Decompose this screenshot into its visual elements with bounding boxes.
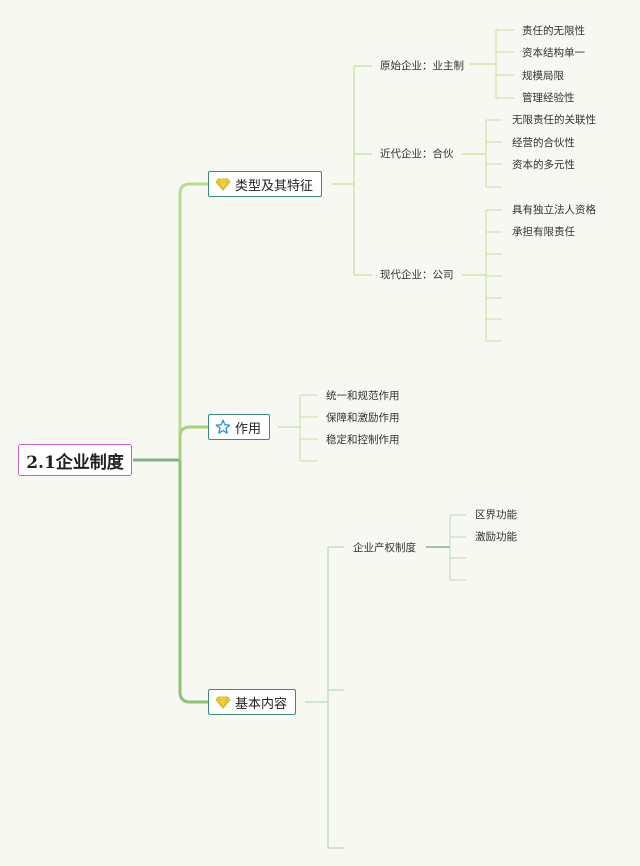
leaf-item[interactable]: 激励功能 bbox=[475, 531, 517, 543]
leaf-item[interactable]: 资本结构单一 bbox=[522, 47, 585, 59]
branch-types-features[interactable]: 类型及其特征 bbox=[208, 171, 323, 197]
leaf-item[interactable]: 保障和激励作用 bbox=[326, 412, 400, 424]
star-icon bbox=[215, 419, 231, 434]
branch-basic-content[interactable]: 基本内容 bbox=[208, 689, 297, 715]
leaf-item[interactable]: 具有独立法人资格 bbox=[512, 204, 596, 216]
sub-node-property-rights[interactable]: 企业产权制度 bbox=[353, 542, 416, 554]
sub-node-corporation[interactable]: 现代企业：公司 bbox=[380, 269, 454, 281]
branch-functions[interactable]: 作用 bbox=[208, 414, 271, 440]
sub-node-partnership[interactable]: 近代企业：合伙 bbox=[380, 148, 454, 160]
leaf-item[interactable]: 统一和规范作用 bbox=[326, 390, 400, 402]
leaf-item[interactable]: 承担有限责任 bbox=[512, 226, 575, 238]
root-label: 2.1企业制度 bbox=[26, 452, 124, 473]
gem-icon bbox=[215, 178, 231, 191]
leaf-item[interactable]: 资本的多元性 bbox=[512, 159, 575, 171]
leaf-item[interactable]: 稳定和控制作用 bbox=[326, 434, 400, 446]
leaf-item[interactable]: 无限责任的关联性 bbox=[512, 114, 596, 126]
leaf-item[interactable]: 经营的合伙性 bbox=[512, 137, 575, 149]
root-node[interactable]: 2.1企业制度 bbox=[18, 444, 132, 476]
gem-icon bbox=[215, 696, 231, 709]
leaf-item[interactable]: 管理经验性 bbox=[522, 92, 575, 104]
branch-label: 基本内容 bbox=[235, 696, 288, 712]
sub-node-sole-proprietorship[interactable]: 原始企业：业主制 bbox=[380, 60, 464, 72]
leaf-item[interactable]: 区界功能 bbox=[475, 509, 517, 521]
leaf-item[interactable]: 规模局限 bbox=[522, 70, 564, 82]
branch-label: 类型及其特征 bbox=[235, 178, 314, 194]
leaf-item[interactable]: 责任的无限性 bbox=[522, 25, 585, 37]
branch-label: 作用 bbox=[235, 421, 262, 437]
